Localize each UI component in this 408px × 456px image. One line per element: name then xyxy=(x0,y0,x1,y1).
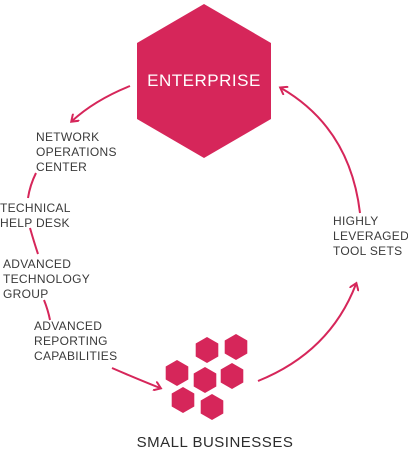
step-advanced-reporting-capabilities: ADVANCED REPORTING CAPABILITIES xyxy=(34,319,117,363)
connector-atg-to-arc xyxy=(43,299,51,321)
connector-noc-to-helpdesk xyxy=(27,172,37,199)
small-businesses-cluster xyxy=(165,334,248,420)
small-business-hexagon xyxy=(195,337,219,363)
small-business-hexagon xyxy=(224,334,248,360)
enterprise-hexagon xyxy=(137,4,271,158)
arrow-enterprise-to-noc xyxy=(72,85,131,121)
arrow-arc-to-smallbiz xyxy=(111,367,160,388)
small-business-hexagon xyxy=(165,360,189,386)
small-business-hexagon xyxy=(200,394,224,420)
small-businesses-label: SMALL BUSINESSES xyxy=(137,434,294,451)
enterprise-label: ENTERPRISE xyxy=(147,71,261,90)
right-path xyxy=(257,88,361,382)
small-business-hexagon xyxy=(171,387,195,413)
small-business-hexagon xyxy=(220,363,244,389)
step-advanced-technology-group: ADVANCED TECHNOLOGY GROUP xyxy=(3,257,93,301)
small-business-hexagon xyxy=(193,367,217,393)
enterprise-node: ENTERPRISE xyxy=(137,4,271,158)
arrow-toolsets-to-enterprise xyxy=(281,88,361,214)
left-path xyxy=(27,85,160,388)
arrow-smallbiz-to-toolsets xyxy=(257,284,356,382)
connector-helpdesk-to-atg xyxy=(29,227,39,255)
step-technical-help-desk: TECHNICAL HELP DESK xyxy=(0,201,74,230)
step-network-operations-center: NETWORK OPERATIONS CENTER xyxy=(36,130,120,174)
step-highly-leveraged-tool-sets: HIGHLY LEVERAGED TOOL SETS xyxy=(333,214,408,258)
